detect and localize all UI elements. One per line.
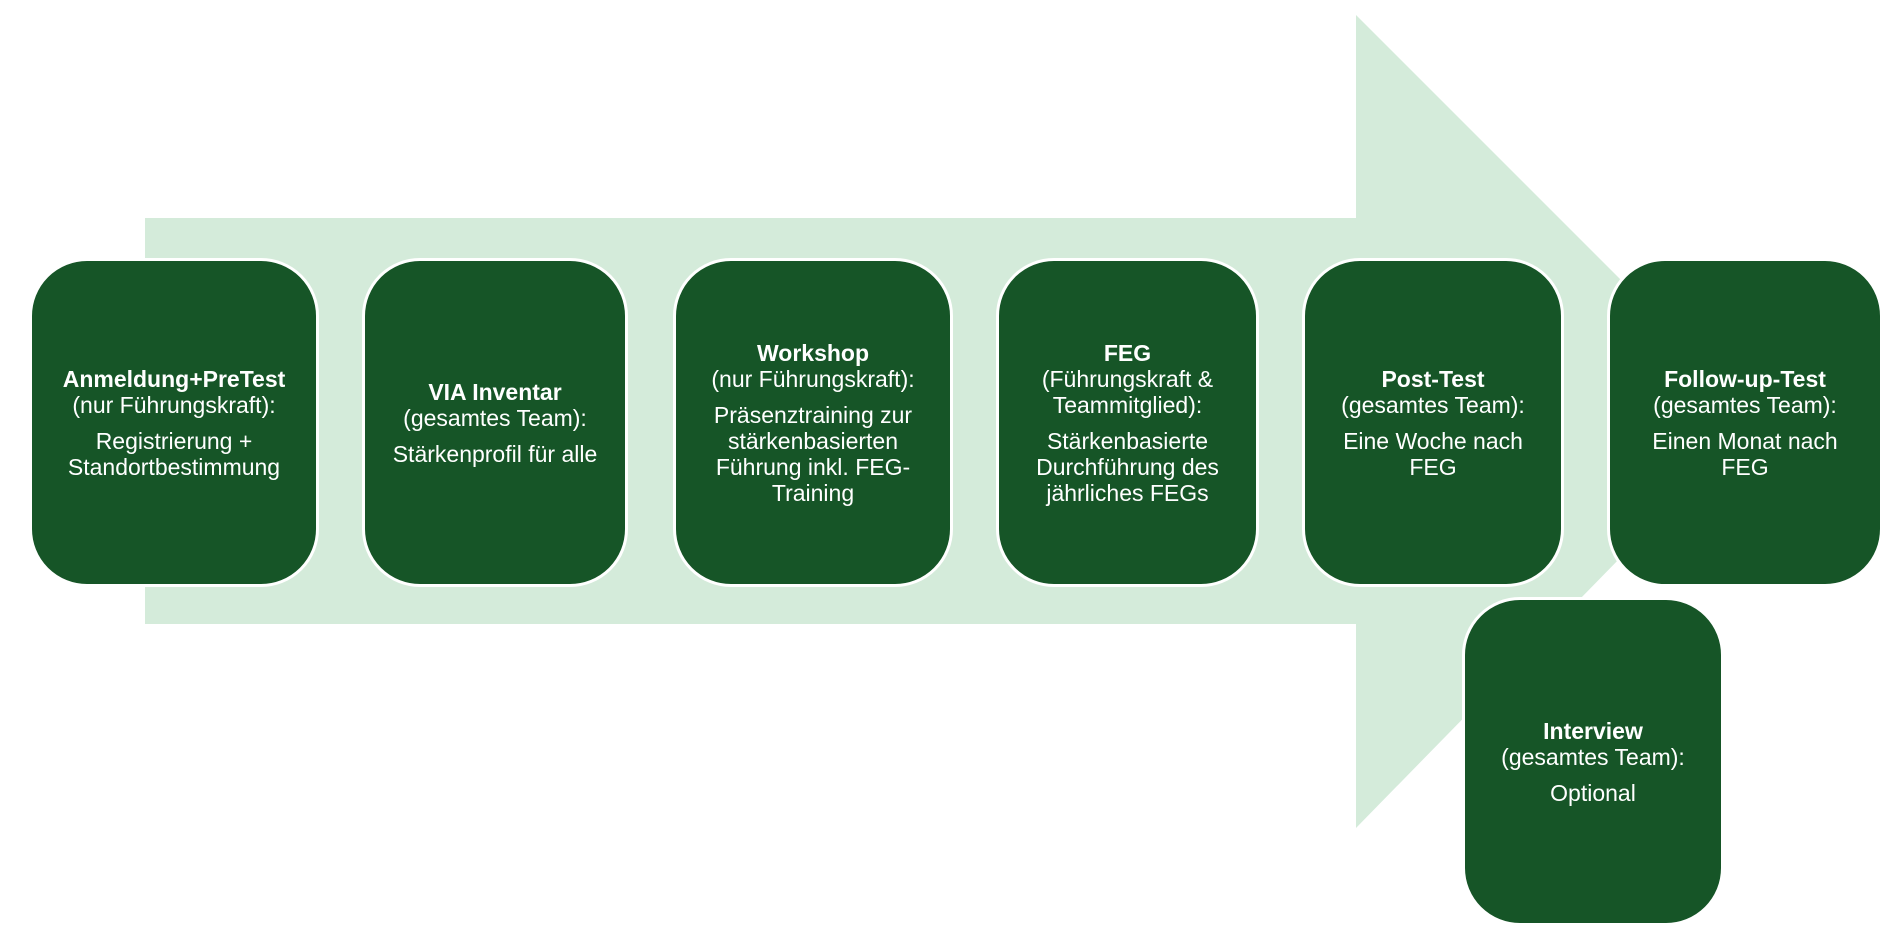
step-interview: Interview (gesamtes Team): Optional (1462, 597, 1724, 926)
step-title: Workshop (756, 339, 870, 366)
step-title: VIA Inventar (428, 378, 562, 405)
step-title: Anmeldung+PreTest (62, 365, 286, 392)
step-subtitle: (nur Führungskraft): (711, 365, 915, 392)
step-description: Einen Monat nach FEG (1652, 427, 1838, 480)
step-description: Optional (1550, 779, 1636, 806)
step-follow-up-test: Follow-up-Test (gesamtes Team): Einen Mo… (1607, 258, 1883, 587)
step-subtitle: (Führungskraft & Teammitglied): (1041, 365, 1214, 418)
step-title: Interview (1543, 717, 1643, 744)
step-post-test: Post-Test (gesamtes Team): Eine Woche na… (1302, 258, 1564, 587)
step-title: Post-Test (1381, 365, 1485, 392)
step-description: Stärkenprofil für alle (392, 440, 598, 467)
step-workshop: Workshop (nur Führungskraft): Präsenztra… (673, 258, 953, 587)
step-subtitle: (nur Führungskraft): (72, 391, 276, 418)
step-feg: FEG (Führungskraft & Teammitglied): Stär… (996, 258, 1259, 587)
step-title: FEG (1103, 339, 1152, 366)
step-subtitle: (gesamtes Team): (403, 404, 587, 431)
step-subtitle: (gesamtes Team): (1501, 743, 1685, 770)
step-subtitle: (gesamtes Team): (1653, 391, 1837, 418)
step-description: Registrierung + Standortbestimmung (67, 427, 281, 480)
step-description: Präsenztraining zur stärkenbasierten Füh… (713, 401, 913, 506)
step-description: Stärkenbasierte Durchführung des jährlic… (1036, 427, 1219, 506)
step-anmeldung-pretest: Anmeldung+PreTest (nur Führungskraft): R… (29, 258, 319, 587)
step-description: Eine Woche nach FEG (1343, 427, 1523, 480)
step-subtitle: (gesamtes Team): (1341, 391, 1525, 418)
step-via-inventar: VIA Inventar (gesamtes Team): Stärkenpro… (362, 258, 628, 587)
step-title: Follow-up-Test (1664, 365, 1826, 392)
